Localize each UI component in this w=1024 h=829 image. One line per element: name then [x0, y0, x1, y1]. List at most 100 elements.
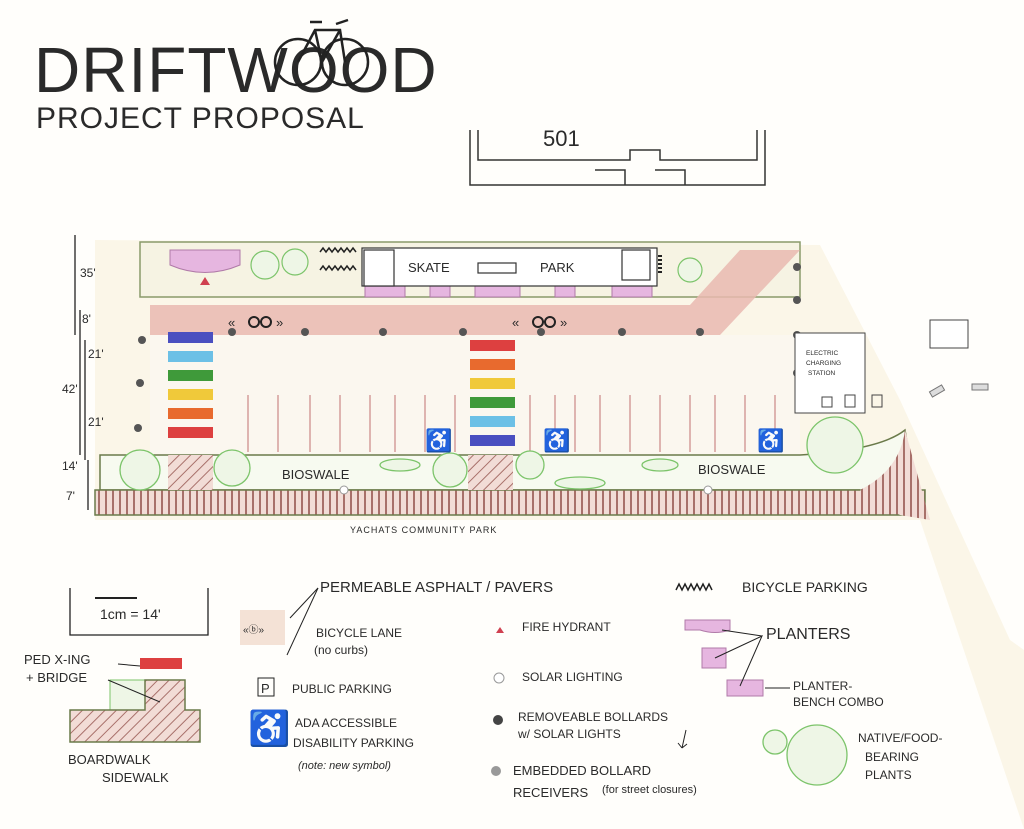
- bioswale-right-label: BIOSWALE: [698, 462, 766, 477]
- ada-note: (note: new symbol): [298, 760, 391, 772]
- solar-lighting-icons: [339, 485, 713, 495]
- subtitle: PROJECT PROPOSAL: [36, 102, 365, 135]
- bollards-label-1: REMOVEABLE BOLLARDS: [518, 710, 668, 724]
- scale-box: [69, 588, 209, 636]
- crosswalk-stripe: [470, 397, 515, 408]
- ada-parking-icons: ♿ ♿ ♿: [425, 428, 784, 453]
- bioswale-plants: [119, 416, 864, 491]
- dim-label: 42': [62, 382, 78, 396]
- dimension-labels: 35' 8' 21' 42' 21' 14' 7': [62, 266, 104, 503]
- svg-text:»: »: [276, 315, 283, 330]
- svg-text:♿: ♿: [425, 428, 452, 453]
- planter-bench-label-1: PLANTER-: [793, 679, 852, 693]
- boardwalk-swatch: [69, 679, 201, 743]
- native-plants-top: [250, 248, 703, 283]
- crosswalk-stripe: [470, 378, 515, 389]
- bike-lane-note: (no curbs): [314, 643, 368, 657]
- fire-hydrant-icon: [200, 277, 210, 285]
- svg-text:«: «: [512, 315, 519, 330]
- charging-station: [794, 332, 866, 414]
- bicycle-parking-icon: [319, 246, 662, 275]
- skate-label: SKATE: [408, 260, 450, 275]
- native-label-3: PLANTS: [865, 768, 912, 782]
- solar-lighting-legend-icon: [493, 672, 505, 684]
- dim-label: 7': [66, 489, 75, 503]
- bioswale-left-label: BIOSWALE: [282, 467, 350, 482]
- receivers-label-1: EMBEDDED BOLLARD: [513, 763, 651, 778]
- planters-top: [169, 249, 653, 298]
- bike-lane-label: BICYCLE LANE: [316, 626, 402, 640]
- bridge-label: + BRIDGE: [26, 670, 87, 685]
- outbuilding: [929, 319, 969, 349]
- fire-hydrant-legend-icon: [496, 627, 504, 633]
- ada-label-1: ADA ACCESSIBLE: [295, 716, 397, 730]
- park-label: PARK: [540, 260, 575, 275]
- svg-text:♿: ♿: [543, 428, 570, 453]
- crosswalk-left: [168, 332, 213, 438]
- parking-stalls: [247, 395, 776, 452]
- crosswalk-stripe: [470, 435, 515, 446]
- fire-hydrant-label: FIRE HYDRANT: [522, 620, 611, 634]
- dim-label: 21': [88, 415, 104, 429]
- scale-label: 1cm = 14': [100, 606, 161, 622]
- solar-lighting-label: SOLAR LIGHTING: [522, 670, 623, 684]
- crosswalk-stripe: [168, 351, 213, 362]
- boardwalk-label: BOARDWALK: [68, 752, 151, 767]
- dim-label: 35': [80, 266, 96, 280]
- receivers-note: (for street closures): [602, 784, 697, 796]
- native-label-2: BEARING: [865, 750, 919, 764]
- dim-label: 14': [62, 459, 78, 473]
- native-label-1: NATIVE/FOOD-: [858, 731, 942, 745]
- arrow-icon: [677, 729, 688, 749]
- street-plan: [94, 240, 1024, 829]
- planter-pointer-lines: [714, 629, 790, 689]
- title: DRIFTWOOD: [34, 34, 438, 106]
- charging-units: [821, 394, 883, 408]
- native-plant-legend-icon: [762, 724, 848, 786]
- bollards-label-2: w/ SOLAR LIGHTS: [517, 727, 621, 741]
- skate-park: [361, 247, 658, 287]
- parking-p-symbol: P: [261, 681, 270, 696]
- building-501: [469, 130, 766, 186]
- building-number: 501: [543, 126, 580, 151]
- bench: [928, 384, 946, 398]
- bike-lane-icon: «ⓑ»: [243, 624, 265, 636]
- bicycle-logo-icon: [273, 18, 370, 87]
- svg-text:«: «: [228, 315, 235, 330]
- planters-label: PLANTERS: [766, 626, 850, 643]
- planter-legend-icons: [684, 619, 764, 697]
- bicycle-parking-label: BICYCLE PARKING: [742, 579, 868, 595]
- crosswalk-stripe: [470, 359, 515, 370]
- bench: [971, 383, 989, 391]
- dim-label: 8': [82, 312, 91, 326]
- charging-line-3: STATION: [808, 370, 836, 377]
- crosswalk-stripe: [168, 389, 213, 400]
- bollard-legend-icon: [493, 715, 503, 725]
- dimension-bar: [74, 235, 89, 510]
- charging-line-2: CHARGING: [806, 360, 841, 367]
- receiver-legend-icon: [491, 766, 501, 776]
- crosswalk-stripe: [168, 370, 213, 381]
- crosswalk-stripe: [168, 408, 213, 419]
- crosswalk-middle: [470, 340, 515, 446]
- receivers-label-2: RECEIVERS: [513, 785, 588, 800]
- crosswalk-stripe: [470, 416, 515, 427]
- crosswalk-stripe: [168, 332, 213, 343]
- crosswalk-stripe: [168, 427, 213, 438]
- permeable-label: PERMEABLE ASPHALT / PAVERS: [320, 579, 553, 596]
- park-name: YACHATS COMMUNITY PARK: [350, 525, 497, 535]
- bike-lane-symbols: «» «»: [228, 315, 567, 330]
- dim-label: 21': [88, 347, 104, 361]
- ped-xing-label: PED X-ING: [24, 652, 90, 667]
- bicycle-parking-legend-icon: [675, 582, 713, 592]
- public-parking-label: PUBLIC PARKING: [292, 682, 392, 696]
- ada-label-2: DISABILITY PARKING: [293, 736, 414, 750]
- bike-lane-swatch: [240, 610, 285, 645]
- ada-icon: ♿: [248, 709, 290, 748]
- svg-text:♿: ♿: [757, 428, 784, 453]
- ped-xing-swatch: [140, 658, 182, 669]
- crosswalk-stripe: [470, 340, 515, 351]
- sidewalk-label: SIDEWALK: [102, 770, 169, 785]
